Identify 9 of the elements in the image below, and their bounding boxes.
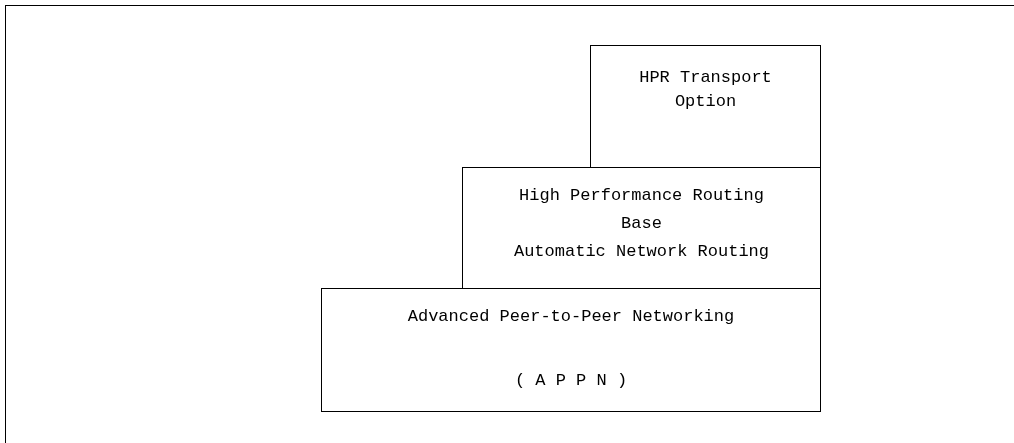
layer-label: High Performance Routing bbox=[519, 185, 764, 207]
layer-box bbox=[321, 288, 821, 412]
layer-label: HPR Transport Option bbox=[638, 67, 773, 113]
layer-label: Automatic Network Routing bbox=[513, 241, 769, 263]
layer-label: Advanced Peer-to-Peer Networking bbox=[407, 306, 735, 328]
layer-label: Base bbox=[621, 213, 662, 235]
layer-box bbox=[590, 45, 821, 169]
layer-label: ( A P P N ) bbox=[514, 370, 628, 392]
layer-box bbox=[462, 167, 821, 289]
